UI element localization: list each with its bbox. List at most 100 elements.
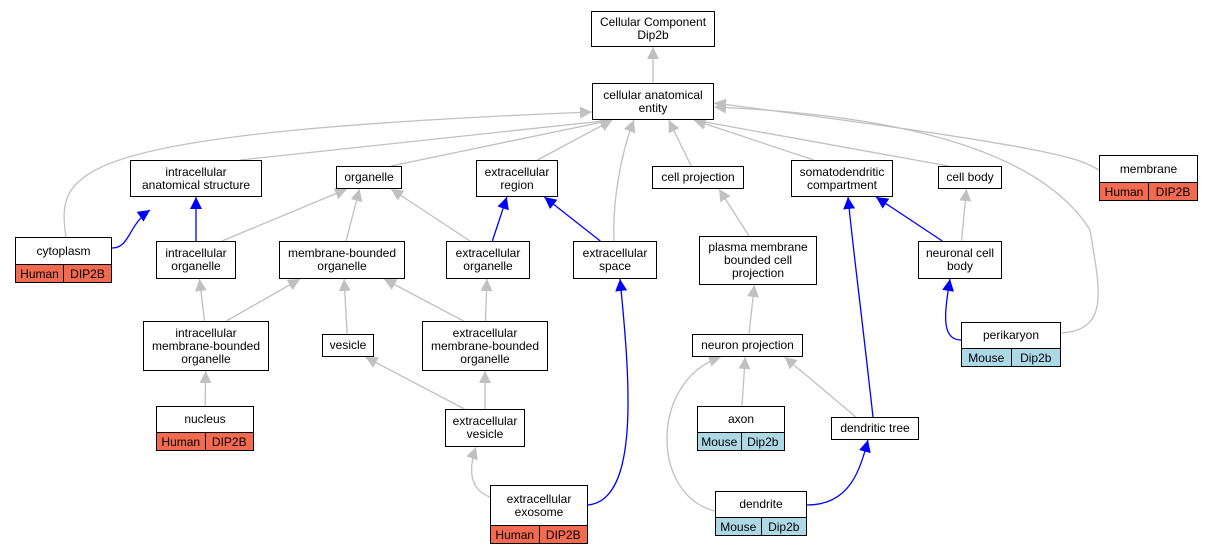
edge-exosome-to-ecvesicle bbox=[466, 446, 491, 498]
node-label: extracellular region bbox=[484, 164, 550, 192]
edge-ias-to-cae bbox=[239, 115, 613, 161]
edge-membrane-to-cae bbox=[713, 98, 1100, 171]
node-label: somatodendritic compartment bbox=[799, 164, 885, 192]
node-pmbcp[interactable]: plasma membrane bounded cell projection bbox=[699, 236, 817, 285]
node-label: cell body bbox=[946, 170, 994, 184]
edge-exosome-to-ecspace bbox=[587, 278, 629, 506]
node-label: neuronal cell body bbox=[925, 246, 995, 273]
node-ecorg[interactable]: extracellular organelle bbox=[446, 241, 530, 279]
node-label: dendrite bbox=[739, 497, 783, 511]
gene-tag: DIP2B bbox=[63, 265, 111, 282]
edge-intraorg-to-organelle bbox=[221, 188, 348, 242]
node-cellproj[interactable]: cell projection bbox=[652, 166, 744, 189]
node-organelle[interactable]: organelle bbox=[336, 166, 402, 189]
edge-ecorg-to-ecr bbox=[491, 196, 509, 242]
node-cae[interactable]: cellular anatomical entity bbox=[592, 83, 714, 120]
node-label: extracellular space bbox=[582, 246, 648, 273]
node-ecvesicle[interactable]: extracellular vesicle bbox=[445, 409, 525, 447]
edge-pmbcp-to-cellproj bbox=[718, 188, 750, 237]
node-ncb[interactable]: neuronal cell body bbox=[918, 241, 1002, 279]
node-cellbody[interactable]: cell body bbox=[938, 166, 1002, 189]
edge-cytoplasm-to-cae bbox=[63, 106, 593, 238]
edge-ecvesicle-to-vesicle bbox=[365, 356, 465, 410]
edge-neuronproj-to-pmbcp bbox=[747, 284, 760, 335]
node-label: dendritic tree bbox=[840, 421, 910, 435]
species-tag: Human bbox=[16, 265, 63, 282]
node-label: membrane-bounded organelle bbox=[287, 246, 397, 273]
edge-dendrite-to-dentree bbox=[806, 439, 871, 506]
species-tag: Human bbox=[157, 433, 205, 450]
edge-nucleus-to-imbo bbox=[199, 370, 212, 407]
node-label: plasma membrane bounded cell projection bbox=[708, 240, 808, 280]
node-label: intracellular membrane-bounded organelle bbox=[151, 325, 261, 366]
edge-perikaryon-to-ncb bbox=[942, 278, 962, 341]
node-label: extracellular organelle bbox=[455, 246, 521, 273]
gene-tag: DIP2B bbox=[538, 526, 587, 543]
node-ecspace[interactable]: extracellular space bbox=[573, 241, 657, 279]
edge-embo-to-mbo bbox=[383, 278, 464, 322]
node-label: membrane bbox=[1119, 161, 1178, 176]
node-label: intracellular organelle bbox=[165, 246, 227, 273]
edge-dentree-to-neuronproj bbox=[784, 356, 857, 418]
node-label: cell projection bbox=[661, 170, 735, 184]
node-label: nucleus bbox=[184, 412, 226, 426]
node-label: perikaryon bbox=[982, 328, 1040, 342]
node-label: cellular anatomical entity bbox=[603, 87, 703, 115]
edge-ncb-to-somato bbox=[875, 196, 943, 242]
node-ias[interactable]: intracellular anatomical structure bbox=[130, 160, 262, 197]
node-somato[interactable]: somatodendritic compartment bbox=[791, 160, 893, 197]
node-label: extracellular exosome bbox=[506, 491, 572, 519]
gene-tag: DIP2B bbox=[1148, 183, 1197, 200]
node-root[interactable]: Cellular Component Dip2b bbox=[591, 11, 715, 47]
node-mbo[interactable]: membrane-bounded organelle bbox=[279, 241, 405, 279]
node-neuronproj[interactable]: neuron projection bbox=[692, 334, 803, 357]
node-vesicle[interactable]: vesicle bbox=[322, 334, 374, 357]
node-label: vesicle bbox=[329, 338, 367, 352]
node-intraorg[interactable]: intracellular organelle bbox=[156, 241, 236, 279]
species-tag: Human bbox=[491, 526, 539, 543]
species-tag: Mouse bbox=[698, 433, 741, 450]
node-label: extracellular membrane-bounded organelle bbox=[430, 325, 540, 366]
edge-ecspace-to-ecr bbox=[543, 196, 601, 242]
node-label: organelle bbox=[344, 170, 394, 184]
edge-organelle-to-cae bbox=[390, 116, 613, 167]
species-tag: Mouse bbox=[962, 349, 1011, 366]
edge-embo-to-ecorg bbox=[480, 278, 493, 322]
edge-imbo-to-intraorg bbox=[194, 278, 207, 322]
gene-tag: DIP2B bbox=[204, 433, 253, 450]
edge-mbo-to-organelle bbox=[345, 188, 363, 242]
node-label: neuron projection bbox=[701, 338, 794, 352]
gene-tag: Dip2b bbox=[1010, 349, 1060, 366]
edge-dendrite-to-neuronproj bbox=[666, 355, 722, 512]
node-label: intracellular anatomical structure bbox=[141, 164, 251, 192]
edge-ecr-to-cae bbox=[537, 119, 613, 161]
edge-somato-to-cae bbox=[693, 118, 814, 161]
edge-vesicle-to-mbo bbox=[338, 278, 351, 335]
node-dentree[interactable]: dendritic tree bbox=[831, 417, 919, 440]
node-ecr[interactable]: extracellular region bbox=[476, 160, 558, 197]
edge-cellbody-to-cae bbox=[693, 116, 949, 167]
edge-axon-to-neuronproj bbox=[738, 356, 751, 407]
node-embo[interactable]: extracellular membrane-bounded organelle bbox=[422, 321, 548, 371]
edge-imbo-to-mbo bbox=[226, 278, 301, 322]
edge-cytoplasm-to-ias bbox=[111, 209, 151, 249]
edge-dentree-to-somato bbox=[843, 196, 874, 418]
node-imbo[interactable]: intracellular membrane-bounded organelle bbox=[143, 321, 269, 371]
gene-tag: Dip2b bbox=[760, 518, 806, 535]
node-label: extracellular vesicle bbox=[452, 414, 518, 441]
